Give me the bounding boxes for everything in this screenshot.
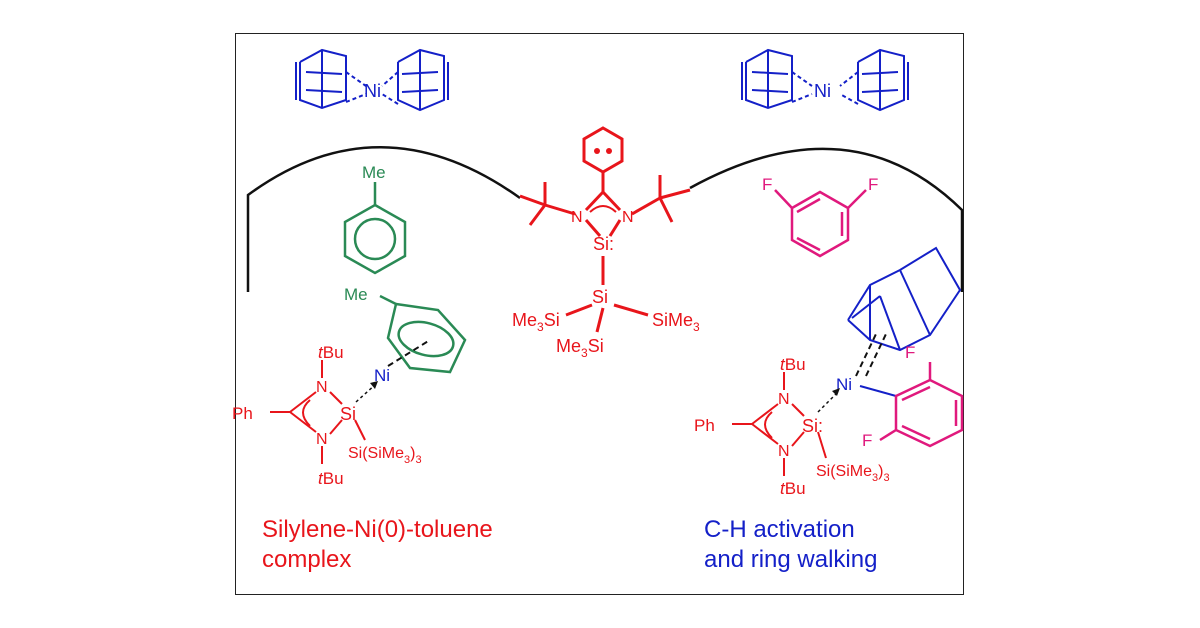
caption-right-line1: C-H activation xyxy=(704,516,855,543)
n-right-top: N xyxy=(778,391,790,408)
n-label-central-left: N xyxy=(571,209,583,226)
lone-pair-dot xyxy=(594,148,600,154)
ni-label-left-complex: Ni xyxy=(374,366,390,385)
caption-left-line2: complex xyxy=(262,546,352,573)
ni-label-right-complex: Ni xyxy=(836,375,852,394)
n-left-top: N xyxy=(316,379,328,396)
tbu-right-top: tBu xyxy=(780,355,806,374)
ph-left: Ph xyxy=(232,404,253,423)
tbu-left-top: tBu xyxy=(318,343,344,362)
left-arc xyxy=(246,146,521,292)
toluene-top xyxy=(343,182,407,275)
me-label-toluene-top: Me xyxy=(362,163,386,182)
n-left-bottom: N xyxy=(316,431,328,448)
caption-left: Silylene-Ni(0)-toluene complex xyxy=(262,515,493,575)
right-arc xyxy=(689,147,964,292)
n-label-central-right: N xyxy=(622,209,634,226)
ni-label-right-top: Ni xyxy=(814,81,831,101)
si-label-central: Si: xyxy=(593,234,614,254)
central-silylene xyxy=(519,126,691,333)
si-label-hypersilyl: Si xyxy=(592,287,608,307)
difluorobenzene-top xyxy=(774,189,867,258)
sime3-right: SiMe3 xyxy=(652,310,700,334)
figure-frame xyxy=(235,33,964,595)
ni-toluene-bond xyxy=(387,339,431,367)
caption-right-line2: and ring walking xyxy=(704,546,878,573)
f-label-top-left: F xyxy=(762,175,772,194)
me3si-left: Me3Si xyxy=(512,310,560,334)
me3si-bottom: Me3Si xyxy=(556,336,604,360)
lone-pair-dot xyxy=(606,148,612,154)
cod-bound-right xyxy=(847,246,962,352)
si-right-complex: Si: xyxy=(802,416,823,436)
f-label-aryl-top: F xyxy=(905,343,915,362)
ni-aryl-bond xyxy=(859,385,897,397)
ni-cod-bond xyxy=(855,333,877,377)
n-right-bottom: N xyxy=(778,443,790,460)
sisime3-right: Si(SiMe3)3 xyxy=(816,463,890,484)
si-left-complex: Si xyxy=(340,404,356,424)
f-label-aryl-bottom: F xyxy=(862,431,872,450)
ph-right: Ph xyxy=(694,416,715,435)
left-silylene xyxy=(270,360,366,464)
tbu-right-bottom: tBu xyxy=(780,479,806,498)
me-label-toluene-bound: Me xyxy=(344,285,368,304)
si-ni-dative-bond-right xyxy=(817,391,839,413)
caption-right: C-H activation and ring walking xyxy=(704,515,877,575)
arrowhead-right xyxy=(832,388,840,396)
right-silylene xyxy=(732,372,827,476)
tbu-left-bottom: tBu xyxy=(318,469,344,488)
ni-cod2-right xyxy=(741,48,909,112)
f-label-top-right: F xyxy=(868,175,878,194)
caption-left-line1: Silylene-Ni(0)-toluene xyxy=(262,516,493,543)
ni-label-left-top: Ni xyxy=(364,81,381,101)
sisime3-left: Si(SiMe3)3 xyxy=(348,445,422,466)
difluorophenyl-bound xyxy=(879,362,964,448)
toluene-bound xyxy=(379,294,467,374)
ni-cod-bond xyxy=(865,333,887,377)
ni-cod2-left xyxy=(295,48,449,112)
si-ni-dative-bond-left xyxy=(355,383,377,403)
arrowhead-left xyxy=(370,381,378,389)
